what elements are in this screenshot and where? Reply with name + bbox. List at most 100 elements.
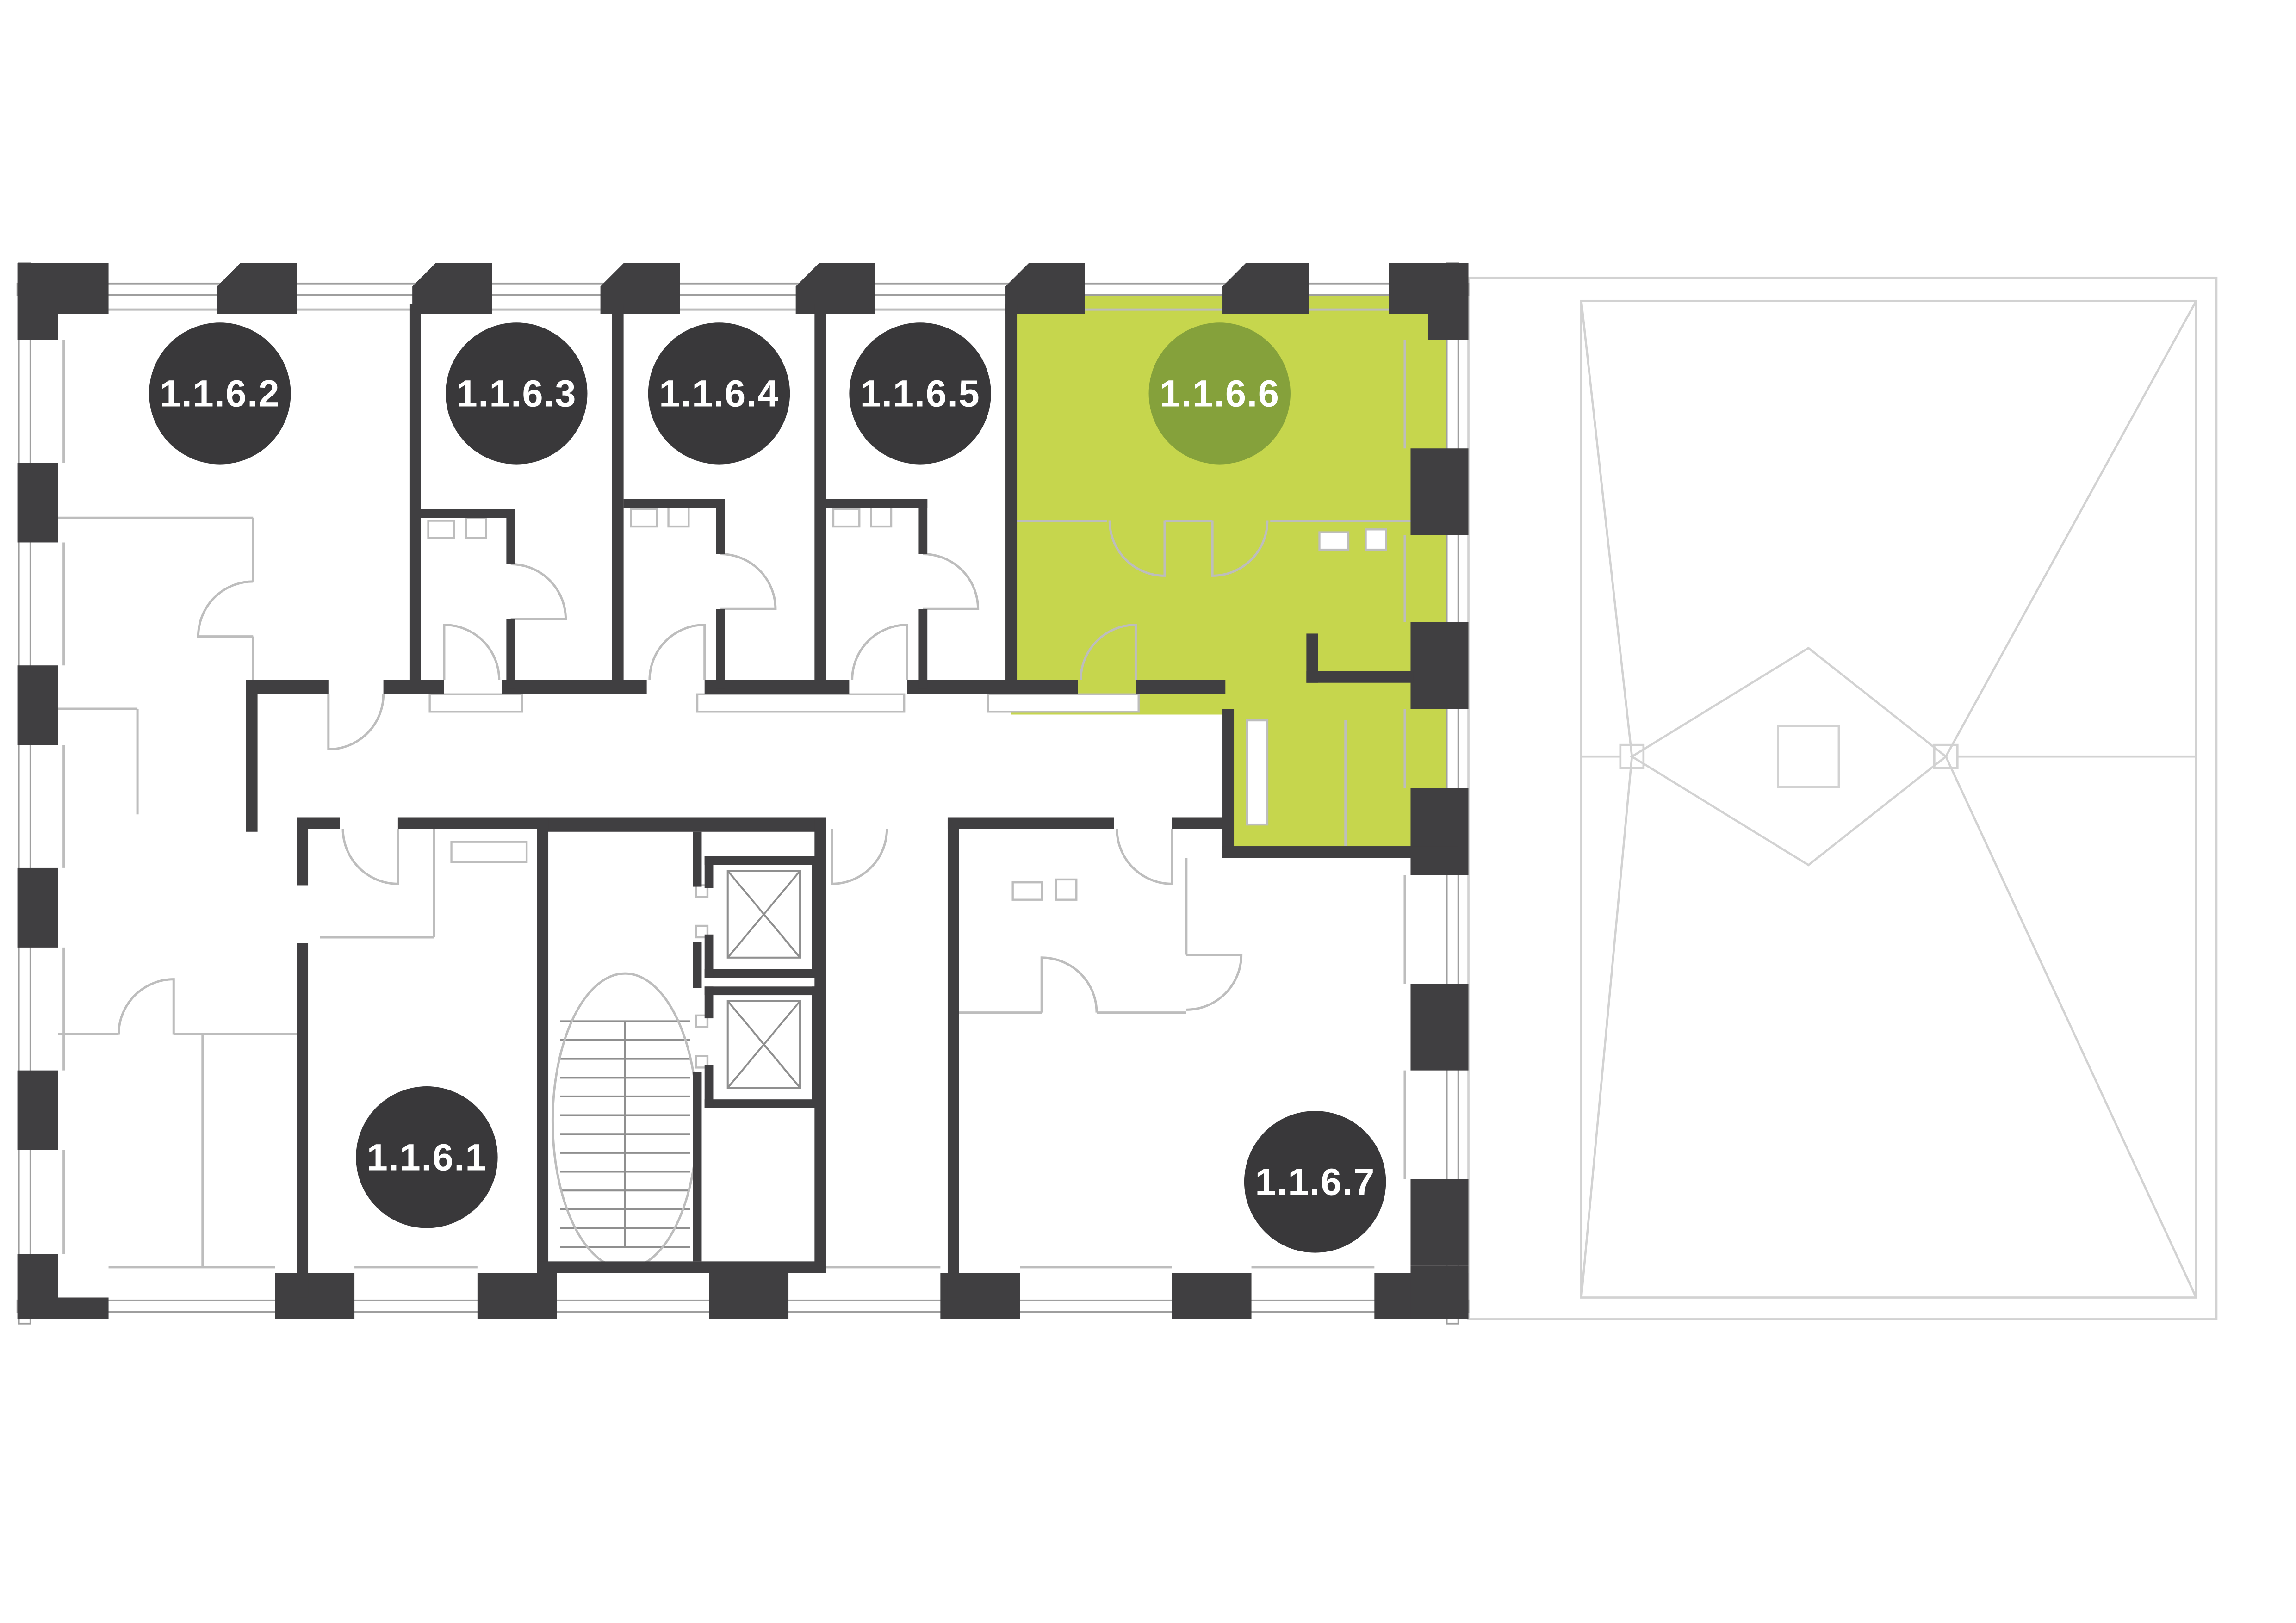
core-wall [693,831,702,887]
door-arc [648,624,706,680]
wall-pier [795,263,875,314]
unit-badge-1-1-6-1[interactable]: 1.1.6.1 [356,1086,498,1228]
corridor-wardrobe [696,693,906,713]
unit-badge-circle[interactable] [1244,1111,1386,1253]
wall-pier [1222,263,1309,314]
unit-badge-1-1-6-2[interactable]: 1.1.6.2 [149,322,291,465]
roof-hip-line [1580,756,1633,1298]
wardrobe [450,841,528,863]
unit-badge-circle[interactable] [149,322,291,465]
selected-unit-partitions [1017,520,1447,847]
shaft-wall [812,986,820,1108]
sink-fixture [630,508,658,528]
unit-badges: 1.1.6.2 1.1.6.3 1.1.6.4 1.1.6.5 1.1.6.6 … [149,322,1386,1253]
door-arc [1080,624,1137,680]
wc-fixture [870,505,893,528]
unit-badge-1-1-6-4[interactable]: 1.1.6.4 [648,322,790,465]
terrace-roof [1467,276,2218,1320]
wall-pier [275,1273,355,1319]
corner-pier [17,1254,109,1319]
unit-wall [947,817,959,1298]
selected-unit-wall [1222,709,1235,858]
elevator-car [726,870,801,959]
wall-pier [17,463,58,543]
wall-pier [1410,448,1469,535]
unit-badge-1-1-6-5[interactable]: 1.1.6.5 [849,322,991,465]
window-band-left [18,262,31,1325]
unit-badge-circle-selected[interactable] [1148,322,1291,465]
corridor-end-wall [246,680,258,832]
shaft-wall [704,934,714,978]
door-arc [831,829,888,885]
left-lower-partitions [58,1033,297,1267]
wall-pier [1005,263,1085,314]
corner-pier [1410,1265,1469,1319]
unit-1-partitions [320,829,435,939]
door-arc [197,580,254,638]
unit-divider-wall [1005,304,1018,694]
unit-badge-circle[interactable] [849,322,991,465]
shaft-wall [704,1065,714,1108]
corridor-wall [907,680,1078,694]
corridor-wall [502,680,647,694]
shaft-wall [704,1099,820,1108]
bathroom-wall [918,499,928,554]
wall-pier [17,867,58,948]
unit-wall [297,943,309,1298]
corridor-wall [1172,817,1226,829]
wall-pier [412,263,492,314]
wc-fixture [1055,878,1078,901]
corridor-wall [947,817,1114,829]
corner-pier [1389,263,1469,340]
door-arc [510,563,567,620]
bathroom-wall [716,499,725,554]
left-wing-partitions [58,516,254,815]
roof-center-hatch [1777,725,1840,788]
corridor-wall [383,680,444,694]
door-arc [1108,520,1166,577]
wall-pier [17,1070,58,1150]
unit-badge-circle[interactable] [356,1086,498,1228]
selected-unit-wall [1222,846,1458,858]
wall-pier [600,263,680,314]
roof-hip-line [1945,756,2197,1298]
shaft-wall [704,969,820,978]
roof-node [1933,743,1959,769]
corner-pier [17,263,109,340]
shaft-wall [704,856,820,865]
door-arc [327,694,385,751]
unit-badge-1-1-6-3[interactable]: 1.1.6.3 [446,322,588,465]
elevator-door-jamb [695,1055,709,1069]
door-arc [443,624,501,680]
core-wall [537,817,549,1273]
elevator-cross [727,1000,801,1089]
unit-badge-label: 1.1.6.4 [659,373,779,415]
door-arc [341,829,399,885]
unit-badge-circle[interactable] [648,322,790,465]
unit-badge-1-1-6-6[interactable]: 1.1.6.6 [1148,322,1291,465]
unit-divider-wall [612,304,624,694]
elevator-shafts [695,870,801,1089]
elevator-door-jamb [695,924,709,939]
wardrobe [1246,719,1269,826]
shaft-wall [812,856,820,978]
unit-wall [297,817,309,886]
shaft-wall [704,986,820,996]
unit-badge-circle[interactable] [446,322,588,465]
core-wall [537,817,826,832]
door-arc [720,552,777,610]
wall-pier [1172,1273,1252,1319]
sink-fixture [1011,881,1043,901]
unit-badge-label: 1.1.6.1 [367,1136,487,1178]
bathroom-wall [421,509,515,518]
unit-badge-1-1-6-7[interactable]: 1.1.6.7 [1244,1111,1386,1253]
terrace-inner-boundary [1580,299,2197,1299]
elevator-1 [695,870,801,959]
wc-fixture [667,505,690,528]
bathroom-wall [506,509,515,564]
bathroom-wall [826,499,928,508]
door-arc [1116,829,1173,885]
wall-pier [217,263,297,314]
unit-7-partitions [959,858,1188,1014]
wall-pier [1410,622,1469,709]
